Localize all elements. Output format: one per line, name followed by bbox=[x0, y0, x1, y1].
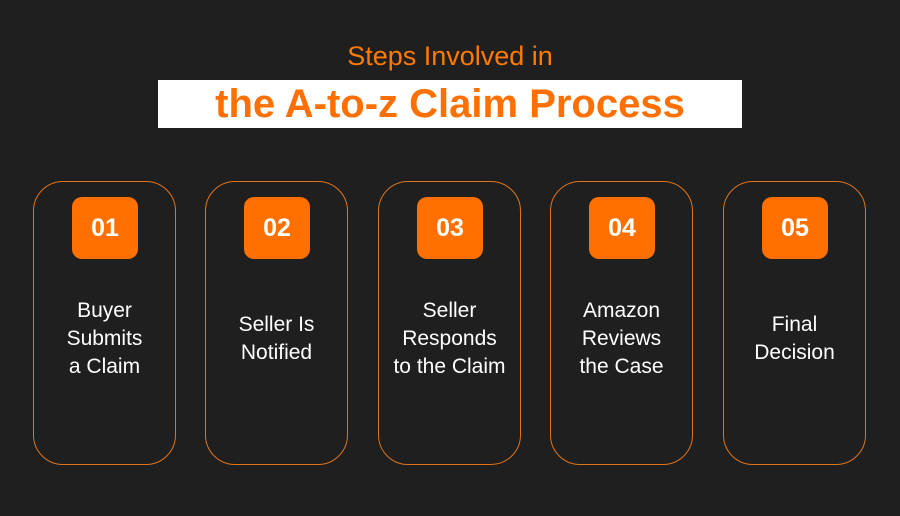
step-label: Seller Responds to the Claim bbox=[393, 299, 506, 378]
step-number-badge: 03 bbox=[417, 197, 483, 259]
step-card-1: 01 Buyer Submits a Claim bbox=[33, 181, 176, 465]
title-banner: the A-to-z Claim Process bbox=[158, 80, 742, 128]
step-card-3: 03 Seller Responds to the Claim bbox=[378, 181, 521, 465]
step-number-badge: 02 bbox=[244, 197, 310, 259]
step-label: Final Decision bbox=[754, 313, 835, 364]
page-title: the A-to-z Claim Process bbox=[215, 82, 685, 126]
step-label: Seller Is Notified bbox=[238, 313, 315, 364]
step-label: Amazon Reviews the Case bbox=[579, 299, 664, 378]
step-card-5: 05 Final Decision bbox=[723, 181, 866, 465]
step-number-badge: 05 bbox=[762, 197, 828, 259]
step-number-badge: 01 bbox=[72, 197, 138, 259]
step-label: Buyer Submits a Claim bbox=[66, 299, 143, 378]
subtitle: Steps Involved in bbox=[347, 41, 553, 71]
step-card-4: 04 Amazon Reviews the Case bbox=[550, 181, 693, 465]
step-card-2: 02 Seller Is Notified bbox=[205, 181, 348, 465]
step-number-badge: 04 bbox=[589, 197, 655, 259]
